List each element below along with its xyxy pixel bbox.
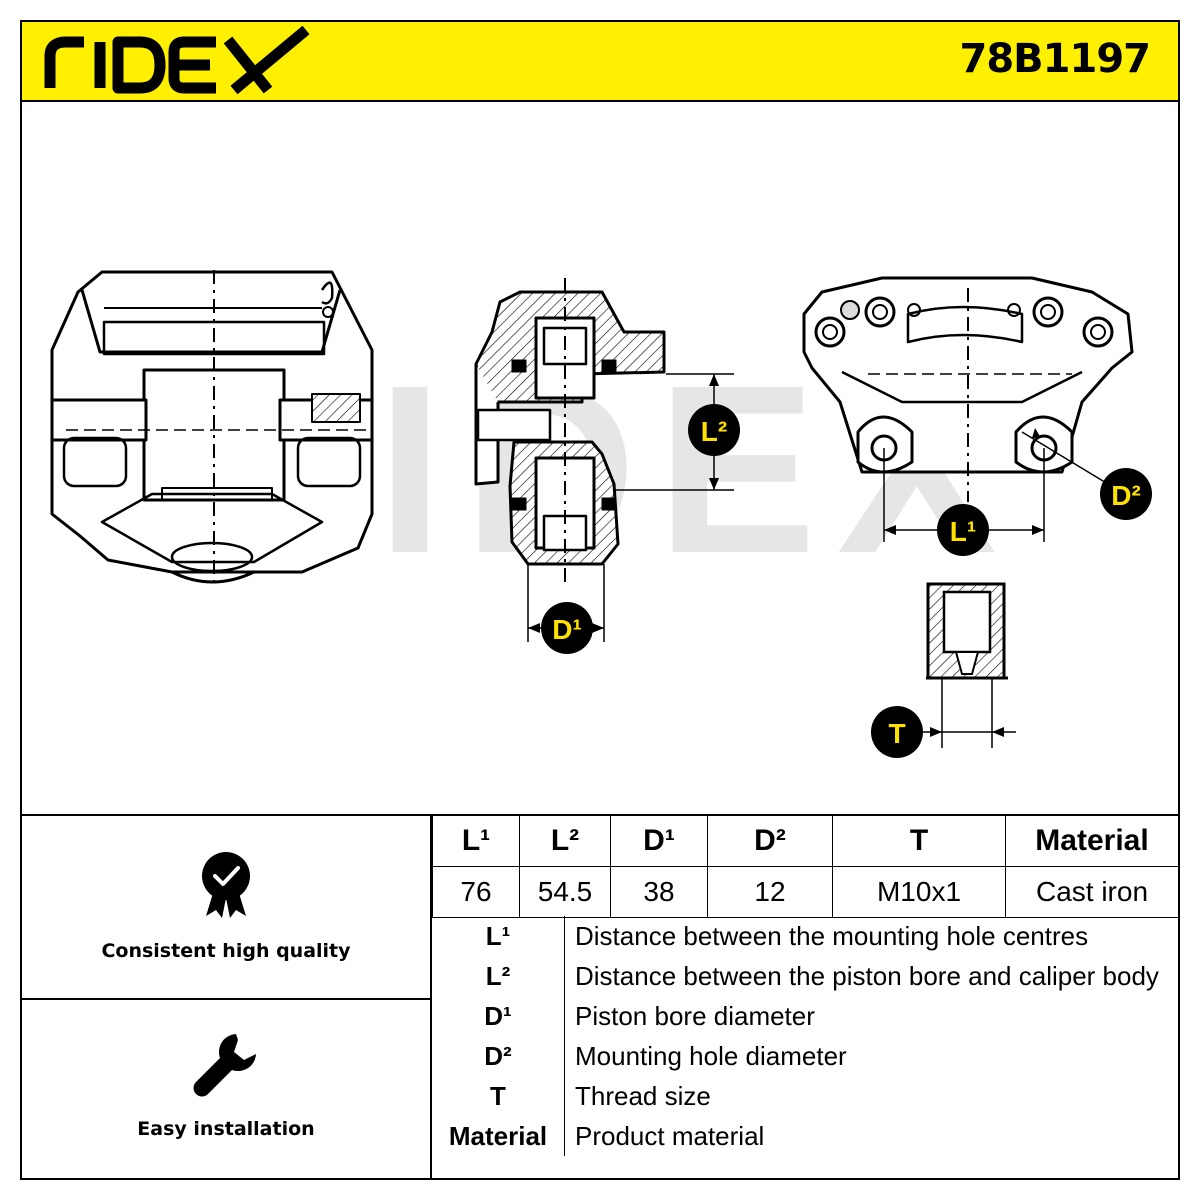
badge-d1: D¹ — [541, 602, 593, 654]
legend-row: D² Mounting hole diameter — [432, 1036, 1178, 1076]
thread-detail-view — [918, 582, 1016, 748]
wrench-icon — [190, 1030, 262, 1106]
quality-badge-icon — [196, 850, 256, 924]
badge-l2: L² — [688, 404, 740, 456]
legend-key: D² — [432, 1036, 565, 1076]
legend-key: L¹ — [432, 916, 565, 956]
feature-installation: Easy installation — [22, 1000, 432, 1178]
badge-t: T — [871, 706, 923, 758]
spec-value-t: M10x1 — [832, 866, 1006, 918]
technical-drawing: RIDEX — [22, 102, 1178, 814]
legend-desc: Distance between the piston bore and cal… — [575, 960, 1159, 991]
svg-text:D²: D² — [1111, 480, 1141, 511]
spec-value-l1: 76 — [432, 866, 520, 918]
svg-text:L¹: L¹ — [950, 516, 976, 547]
legend-desc: Piston bore diameter — [575, 1000, 815, 1031]
feature-label: Easy installation — [137, 1118, 315, 1140]
spec-header-l1: L¹ — [432, 816, 520, 867]
info-section: Consistent high quality Easy installatio… — [22, 814, 1178, 1178]
legend-row: L² Distance between the piston bore and … — [432, 956, 1178, 996]
feature-quality: Consistent high quality — [22, 816, 432, 1000]
feature-label: Consistent high quality — [101, 940, 351, 962]
spec-header-material: Material — [1005, 816, 1178, 867]
legend-row: D¹ Piston bore diameter — [432, 996, 1178, 1036]
legend-desc: Product material — [575, 1120, 765, 1151]
badge-d2: D² — [1100, 468, 1152, 520]
caliper-section-view — [474, 278, 734, 642]
svg-text:D¹: D¹ — [552, 614, 582, 645]
legend-row: L¹ Distance between the mounting hole ce… — [432, 916, 1178, 956]
part-number: 78B1197 — [959, 36, 1151, 82]
product-sheet: 78B1197 RIDEX — [20, 20, 1180, 1180]
spec-value-d2: 12 — [707, 866, 833, 918]
legend-row: Material Product material — [432, 1116, 1178, 1156]
legend-desc: Distance between the mounting hole centr… — [575, 920, 1089, 951]
svg-text:T: T — [888, 718, 905, 749]
legend-key: L² — [432, 956, 565, 996]
legend-table: L¹ Distance between the mounting hole ce… — [432, 916, 1178, 1156]
caliper-front-view — [50, 270, 374, 584]
legend-key: T — [432, 1076, 565, 1116]
spec-header-l2: L² — [519, 816, 611, 867]
spec-header-d2: D² — [707, 816, 833, 867]
legend-key: Material — [432, 1116, 565, 1156]
legend-desc: Thread size — [575, 1080, 711, 1111]
brand-logo — [44, 25, 314, 100]
spec-value-d1: 38 — [610, 866, 708, 918]
legend-key: D¹ — [432, 996, 565, 1036]
spec-header-t: T — [832, 816, 1006, 867]
badge-l1: L¹ — [937, 504, 989, 556]
spec-header-row: L¹ L² D¹ D² T Material — [432, 816, 1178, 867]
header-bar: 78B1197 — [22, 22, 1178, 102]
spec-value-row: 76 54.5 38 12 M10x1 Cast iron — [432, 866, 1178, 918]
legend-row: T Thread size — [432, 1076, 1178, 1116]
svg-text:L²: L² — [701, 416, 727, 447]
legend-desc: Mounting hole diameter — [575, 1040, 847, 1071]
spec-value-material: Cast iron — [1005, 866, 1178, 918]
spec-header-d1: D¹ — [610, 816, 708, 867]
spec-table: L¹ L² D¹ D² T Material 76 54.5 38 12 M10… — [432, 816, 1178, 918]
caliper-top-view — [802, 276, 1134, 542]
spec-value-l2: 54.5 — [519, 866, 611, 918]
